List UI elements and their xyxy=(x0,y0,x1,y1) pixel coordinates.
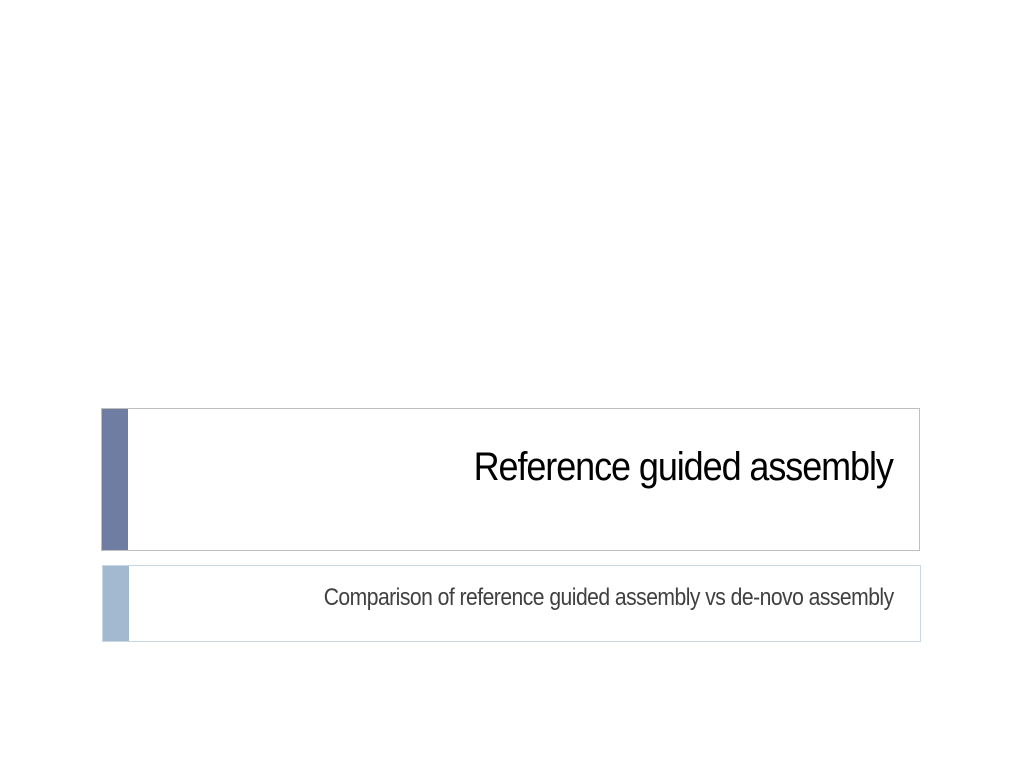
title-placeholder[interactable]: Reference guided assembly xyxy=(101,408,920,551)
title-accent-bar xyxy=(102,409,128,550)
slide-title: Reference guided assembly xyxy=(473,445,894,489)
subtitle-placeholder[interactable]: Comparison of reference guided assembly … xyxy=(102,565,921,642)
subtitle-accent-bar xyxy=(103,566,129,641)
slide-subtitle: Comparison of reference guided assembly … xyxy=(324,584,894,611)
